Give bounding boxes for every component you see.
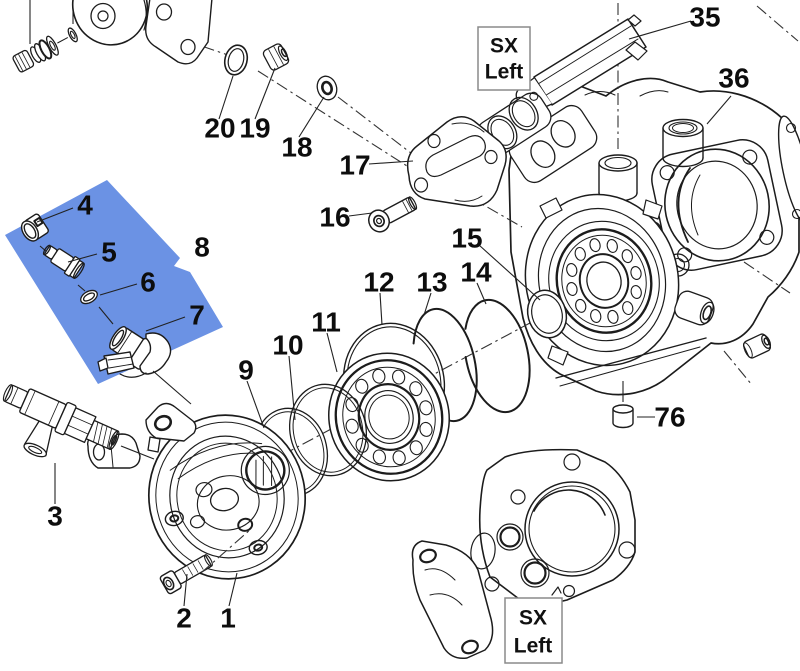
callout-2[interactable]: 2: [176, 603, 192, 634]
leader-lines: [36, 20, 732, 607]
part-3-valve-assembly: [2, 384, 120, 458]
small-nut-right: [742, 333, 772, 359]
kit-8-highlight-region[interactable]: [5, 180, 223, 384]
part-17-manifold: [406, 116, 507, 207]
sx-left-box-top: SX Left: [477, 26, 531, 91]
callout-1[interactable]: 1: [220, 603, 236, 634]
callout-20[interactable]: 20: [204, 113, 235, 144]
part-5-plunger: [42, 244, 85, 280]
drive-pulley: [72, 0, 148, 46]
callout-76[interactable]: 76: [654, 402, 685, 433]
callout-15[interactable]: 15: [451, 223, 482, 254]
part-76-plug: [612, 404, 634, 429]
callout-6[interactable]: 6: [140, 267, 156, 298]
part-16-bolt: [368, 196, 418, 233]
callout-16[interactable]: 16: [319, 202, 350, 233]
sx-bottom-line2: Left: [514, 635, 553, 658]
callout-10[interactable]: 10: [272, 330, 303, 361]
sx-top-line1: SX: [490, 35, 518, 58]
top-left-assembly: [12, 0, 213, 73]
part-18-washer: [316, 75, 338, 101]
callout-18[interactable]: 18: [281, 132, 312, 163]
bolt-2-axis: [200, 528, 252, 574]
fastener-stack: [12, 27, 78, 73]
callout-8[interactable]: 8: [194, 232, 210, 263]
callout-5[interactable]: 5: [101, 237, 117, 268]
callout-35[interactable]: 35: [689, 2, 720, 33]
sx-left-box-bottom: SX Left: [504, 597, 563, 664]
port-36: [662, 118, 704, 168]
rear-cover-gasket-plate: [470, 448, 636, 605]
callout-3[interactable]: 3: [47, 501, 63, 532]
bottom-bracket: [411, 540, 494, 660]
part-20-oring: [223, 44, 249, 76]
bushing-port: [674, 290, 715, 326]
part-19-nut: [262, 43, 290, 71]
part-14-ring: [463, 298, 531, 414]
callout-13[interactable]: 13: [416, 267, 447, 298]
part-15-seal-ring: [526, 289, 568, 339]
callout-19[interactable]: 19: [239, 113, 270, 144]
callout-7[interactable]: 7: [189, 300, 205, 331]
crankcase-bearing: [548, 220, 660, 342]
callout-12[interactable]: 12: [363, 267, 394, 298]
part-7-valve-body: [97, 326, 172, 378]
callout-9[interactable]: 9: [238, 355, 254, 386]
part-6-oring: [80, 289, 98, 305]
sx-bottom-line1: SX: [519, 607, 547, 630]
part-10-ring: [288, 383, 368, 477]
callout-labels: 1 2 3 4 5 6 7 8 9 10 11 12 13 14 15 16 1…: [47, 2, 749, 634]
callout-14[interactable]: 14: [460, 257, 492, 288]
callout-36[interactable]: 36: [718, 63, 749, 94]
callout-17[interactable]: 17: [339, 150, 370, 181]
part-11-bearing: [328, 352, 450, 482]
callout-11[interactable]: 11: [311, 307, 341, 338]
sx-top-line2: Left: [485, 61, 524, 84]
top-port-left: [598, 154, 638, 202]
part-2-bolt: [159, 554, 213, 595]
callout-4[interactable]: 4: [77, 190, 93, 221]
